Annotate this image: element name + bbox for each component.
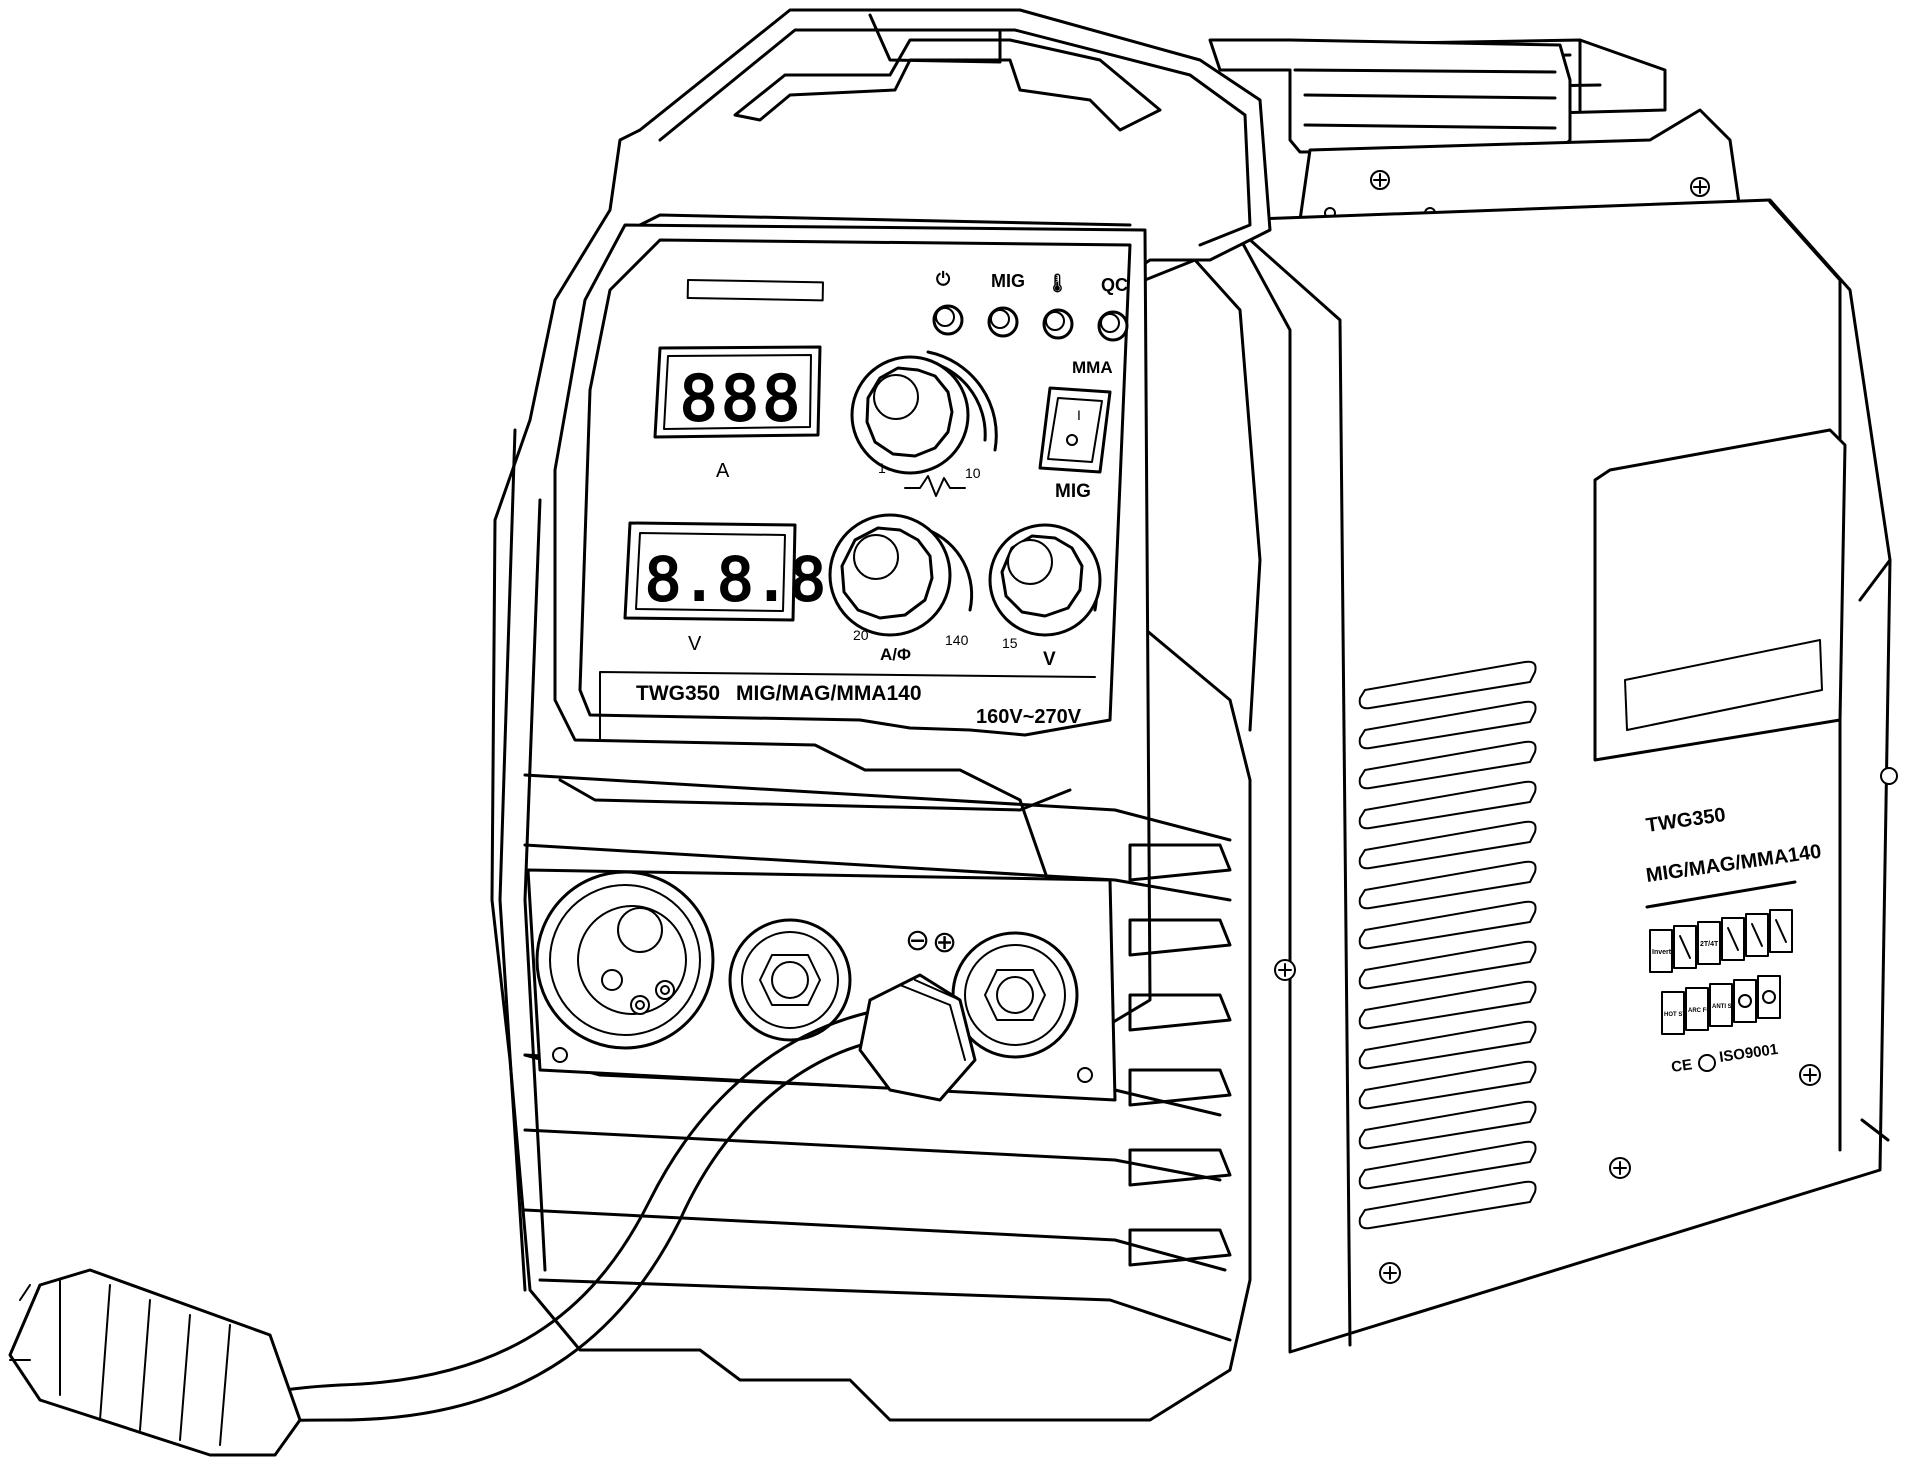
indicator-row: ⏻ MIG 🌡 QC xyxy=(932,269,1129,342)
spec-icon: ARC FORCE xyxy=(1685,987,1724,1031)
strip-voltage-text: 160V~270V xyxy=(976,706,1082,728)
spec-icon: ANTI STICK xyxy=(1709,983,1746,1027)
mode-on-mark: I xyxy=(1077,407,1081,423)
inductance-icon xyxy=(904,475,966,497)
electrode-icon xyxy=(1757,975,1781,1019)
side-vents xyxy=(1358,660,1537,1230)
ammeter-unit: A xyxy=(716,460,730,482)
ground-cable xyxy=(8,973,977,1457)
inductance-max: 10 xyxy=(965,465,981,481)
side-vent-slot xyxy=(1358,660,1537,710)
spec-icon: HOT START xyxy=(1661,991,1698,1035)
side-vent-slot xyxy=(1358,740,1537,790)
svg-text:HOT START: HOT START xyxy=(1664,1012,1698,1018)
side-vent-slot xyxy=(1358,940,1537,990)
positive-socket[interactable] xyxy=(951,931,1079,1059)
thermometer-icon xyxy=(1673,925,1697,969)
ammeter-display: 888 A xyxy=(653,345,822,482)
ce-mark: CE xyxy=(1670,1056,1693,1076)
carry-handle xyxy=(1208,38,1742,222)
euro-torch-socket[interactable] xyxy=(535,870,715,1050)
indicator-mig: MIG xyxy=(987,271,1025,338)
side-vent-slot xyxy=(1358,980,1537,1030)
polarity-minus: ⊖ xyxy=(905,924,930,957)
power-icon: ⏻ xyxy=(936,269,951,289)
svg-text:ARC FORCE: ARC FORCE xyxy=(1688,1008,1724,1014)
side-vent-slot xyxy=(1358,820,1537,870)
socket-plate: ⊖ ⊕ xyxy=(526,868,1117,1102)
spec-icon: 2T/4T xyxy=(1697,921,1721,965)
polarity-plus: ⊕ xyxy=(932,926,957,959)
indicator-label: MIG xyxy=(991,271,1025,291)
side-housing xyxy=(1228,198,1898,1354)
ammeter-digits: 888 xyxy=(680,362,804,435)
side-vent-slot xyxy=(1358,900,1537,950)
mode-switch[interactable]: MMA I MIG xyxy=(1038,358,1113,502)
side-vent-slot xyxy=(1358,1060,1537,1110)
mode-bottom-label: MIG xyxy=(1055,481,1091,502)
svg-text:2T/4T: 2T/4T xyxy=(1700,941,1719,948)
indicator-label: QC xyxy=(1101,275,1128,295)
dinse-plug[interactable] xyxy=(8,1268,302,1457)
wire-spool-icon xyxy=(1721,917,1745,961)
side-vent-slot xyxy=(1358,1020,1537,1070)
indicator-thermometer-icon: 🌡 xyxy=(1042,273,1074,340)
control-panel: 888 A 8.8.8 V ⏻ MIG 🌡 QC MMA I MIG xyxy=(553,213,1152,1032)
inductance-knob[interactable]: 1 10 xyxy=(850,350,998,497)
welding-torch-icon xyxy=(1745,913,1769,957)
voltmeter-display: 8.8.8 V xyxy=(623,521,827,655)
negative-socket[interactable] xyxy=(728,918,852,1042)
side-vent-slot xyxy=(1358,1140,1537,1190)
side-vent-slot xyxy=(1358,700,1537,750)
strip-modes-text: MIG/MAG/MMA140 xyxy=(736,682,922,705)
svg-text:ANTI STICK: ANTI STICK xyxy=(1712,1004,1746,1010)
side-vent-slot xyxy=(1358,860,1537,910)
thermometer-icon: 🌡 xyxy=(1046,273,1069,293)
side-vent-slot xyxy=(1358,1100,1537,1150)
voltage-knob[interactable]: 15 V xyxy=(988,523,1102,670)
side-vent-slot xyxy=(1358,1180,1537,1230)
indicator-qc: QC xyxy=(1097,275,1129,342)
mode-top-label: MMA xyxy=(1072,358,1113,377)
voltage-unit: V xyxy=(1043,649,1056,670)
cable-gland[interactable] xyxy=(858,973,977,1102)
display-icon xyxy=(1769,909,1793,953)
current-unit: A/Φ xyxy=(880,645,911,664)
side-vent-slot xyxy=(1358,780,1537,830)
strip-model-text: TWG350 xyxy=(636,682,720,705)
indicator-power-icon: ⏻ xyxy=(932,269,964,336)
current-min: 20 xyxy=(853,627,869,643)
current-max: 140 xyxy=(945,632,969,648)
voltmeter-digits: 8.8.8 xyxy=(645,545,826,615)
inductance-min: 1 xyxy=(878,460,886,476)
voltage-min: 15 xyxy=(1002,635,1018,651)
current-knob[interactable]: 20 A/Φ 140 xyxy=(828,513,974,664)
voltmeter-unit: V xyxy=(688,633,702,655)
fan-icon xyxy=(1733,979,1757,1023)
